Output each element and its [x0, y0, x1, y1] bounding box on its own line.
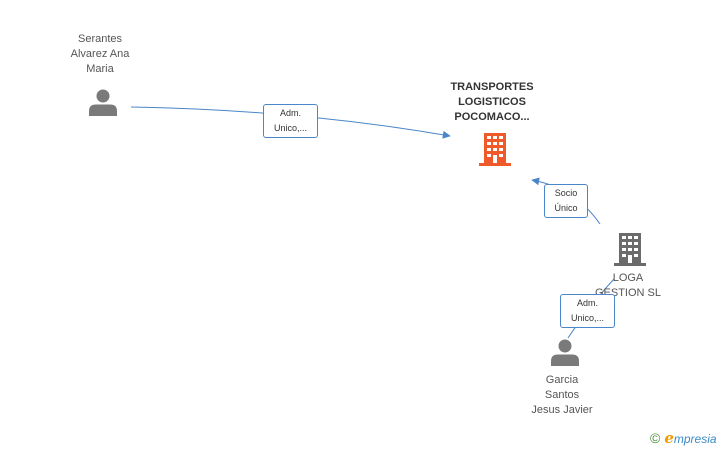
- edge-label-line: Unico,...: [570, 313, 604, 323]
- empresia-logo-e: e: [664, 429, 674, 447]
- node-label-line: Jesus Javier: [531, 404, 593, 416]
- person-icon[interactable]: [89, 89, 117, 117]
- copyright-symbol: ©: [650, 430, 661, 446]
- edge-label-line: Socio: [554, 188, 578, 198]
- node-label-line: TRANSPORTES: [450, 81, 534, 93]
- node-label-line: LOGISTICOS: [458, 96, 526, 108]
- node-label-line: Serantes: [77, 33, 123, 45]
- node-label-transportes[interactable]: TRANSPORTES LOGISTICOS POCOMACO...: [432, 80, 552, 125]
- node-label-serantes[interactable]: Serantes Alvarez Ana Maria: [48, 32, 152, 77]
- building-icon[interactable]: [479, 133, 511, 166]
- node-label-line: LOGA: [612, 272, 644, 284]
- node-label-line: Santos: [544, 389, 580, 401]
- building-icon[interactable]: [614, 233, 646, 266]
- edge-label-line: Adm.: [576, 298, 598, 308]
- node-label-line: Maria: [86, 63, 114, 75]
- edge-label-loga-transportes[interactable]: Socio Único: [544, 184, 588, 218]
- node-label-line: Alvarez Ana: [70, 48, 130, 60]
- person-icon[interactable]: [551, 339, 579, 367]
- edge-label-line: Adm.: [279, 108, 301, 118]
- edge-label-garcia-loga[interactable]: Adm. Unico,...: [560, 294, 615, 328]
- node-label-garcia[interactable]: Garcia Santos Jesus Javier: [512, 373, 612, 418]
- node-label-line: POCOMACO...: [454, 111, 530, 123]
- copyright-brand: ©empresia: [650, 430, 717, 446]
- node-label-line: Garcia: [545, 374, 579, 386]
- edge-label-serantes-transportes[interactable]: Adm. Unico,...: [263, 104, 318, 138]
- empresia-logo-text: mpresia: [673, 432, 717, 446]
- edge-label-line: Único: [554, 203, 578, 213]
- edge-label-line: Unico,...: [273, 123, 307, 133]
